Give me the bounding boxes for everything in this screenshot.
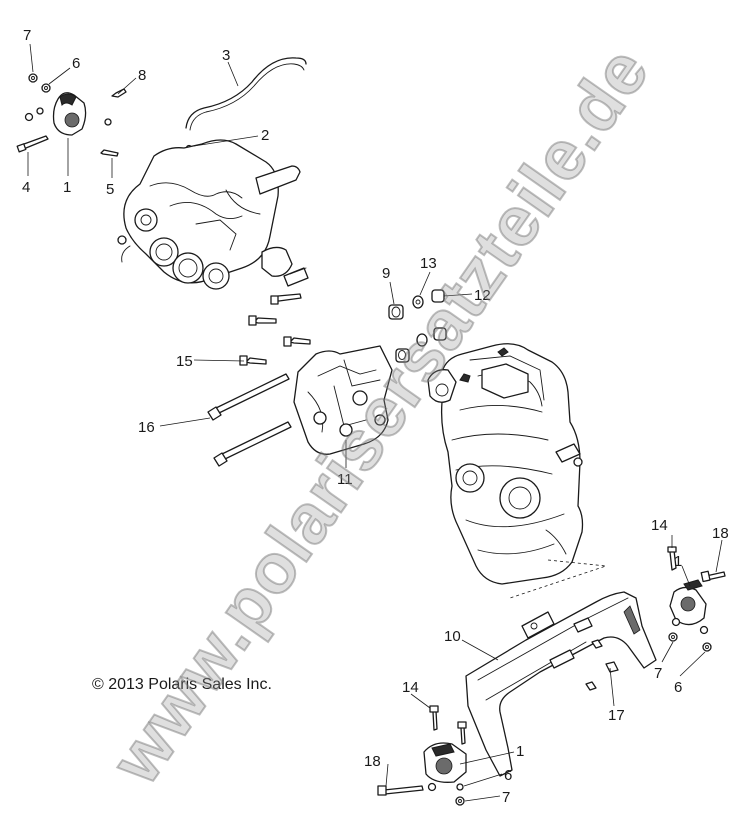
callout-numbers: 7 6 8 3 2 4 1 5 9 13 12 15 16 11 14 18 1… [22, 27, 729, 806]
transmission [117, 139, 309, 290]
callout-7-top: 7 [23, 27, 31, 44]
callout-1-bottom: 1 [516, 743, 524, 760]
callout-12: 12 [474, 287, 491, 304]
callout-6-bottom: 6 [504, 767, 512, 784]
engine-mount-right [667, 546, 726, 652]
callout-18-bottom: 18 [364, 753, 381, 770]
callout-6-top: 6 [72, 55, 80, 72]
callout-5: 5 [106, 181, 114, 198]
callout-15: 15 [176, 353, 193, 370]
callout-13: 13 [420, 255, 437, 272]
callout-3: 3 [222, 47, 230, 64]
long-bolts [207, 373, 292, 467]
callout-14-bottom: 14 [402, 679, 419, 696]
callout-4: 4 [22, 179, 30, 196]
engine-bracket [293, 345, 393, 455]
callout-16: 16 [138, 419, 155, 436]
frame-crossmember [465, 591, 657, 777]
callout-6-right: 6 [674, 679, 682, 696]
callout-17: 17 [608, 707, 625, 724]
callout-10: 10 [444, 628, 461, 645]
callout-8: 8 [138, 67, 146, 84]
frame-bolts [585, 639, 619, 691]
mounting-bolts-center [239, 293, 311, 366]
alignment-lines [509, 559, 607, 599]
callout-18-right: 18 [712, 525, 729, 542]
engine-mount-top-left [16, 73, 127, 157]
bushings-washers [388, 289, 447, 363]
callout-7-right: 7 [654, 665, 662, 682]
engine [427, 343, 584, 585]
callout-9: 9 [382, 265, 390, 282]
breather-hose [185, 57, 307, 152]
callout-1-right: 1 [674, 553, 682, 570]
callout-14-right: 14 [651, 517, 668, 534]
callout-2: 2 [261, 127, 269, 144]
engine-mount-bottom [377, 705, 467, 806]
copyright-notice: © 2013 Polaris Sales Inc. [92, 676, 272, 693]
callout-7-bottom: 7 [502, 789, 510, 806]
callout-leaders [27, 43, 723, 802]
callout-1-top: 1 [63, 179, 71, 196]
callout-11: 11 [337, 471, 353, 488]
